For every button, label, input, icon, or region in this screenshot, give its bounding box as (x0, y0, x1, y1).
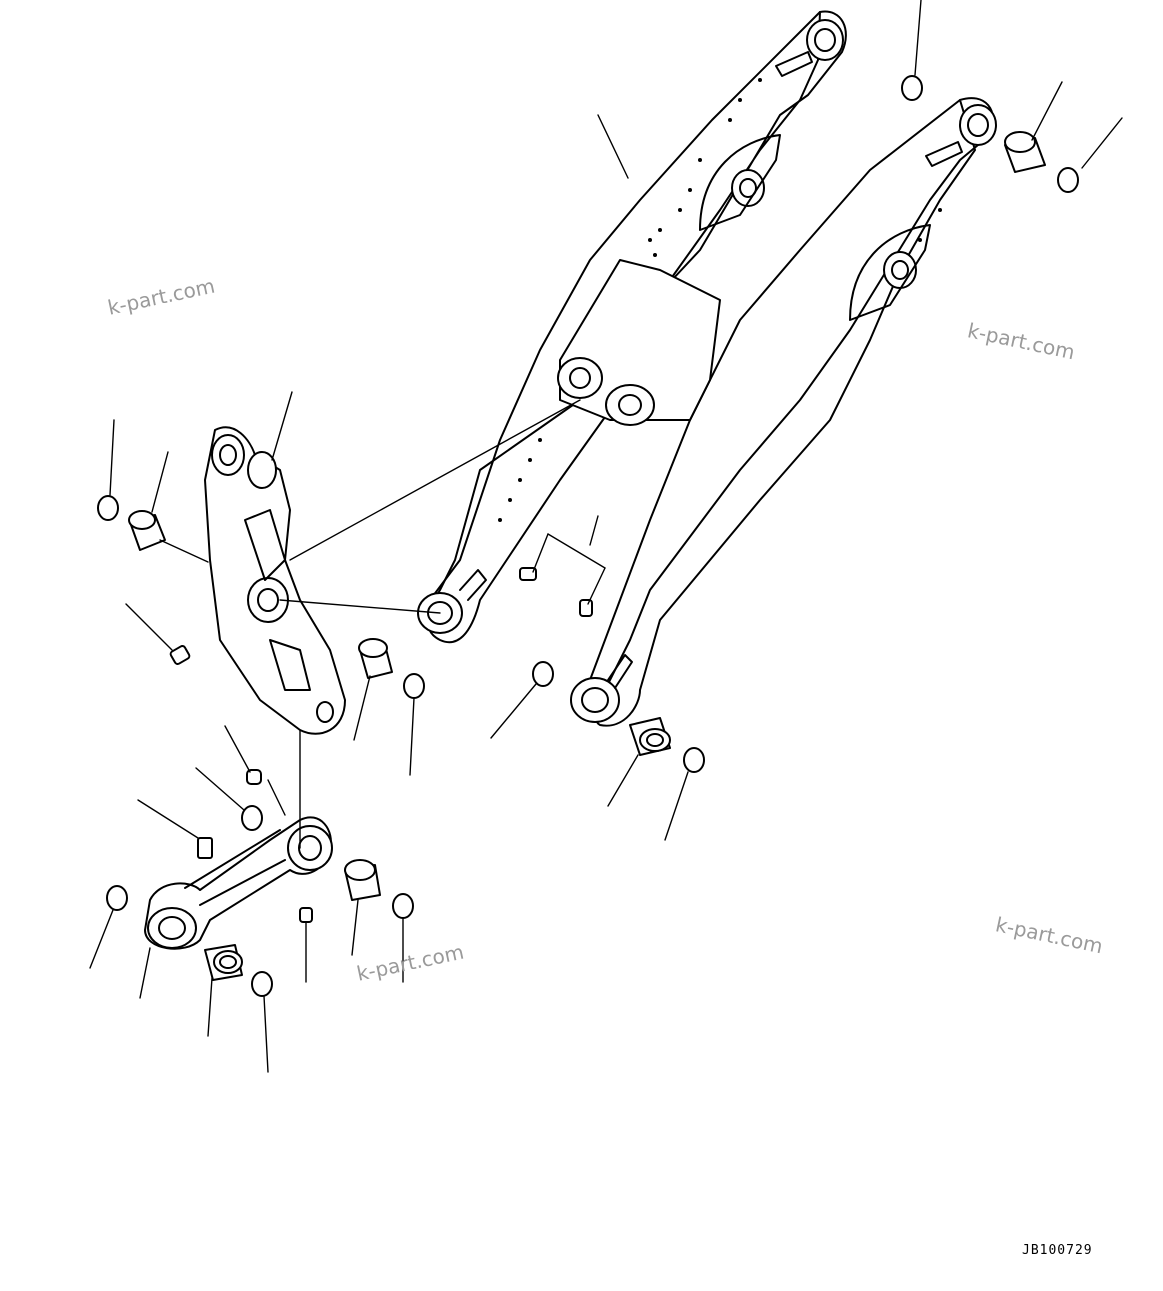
pin-boss (211, 434, 245, 476)
seal-ring (532, 661, 554, 687)
pin-boss (570, 677, 620, 723)
seal-ring (683, 747, 705, 773)
bushing (1004, 131, 1046, 173)
seal-ring (1057, 167, 1079, 193)
grease-fitting (519, 567, 537, 581)
bushing (128, 510, 166, 551)
seal-ring (403, 673, 425, 699)
seal-ring (97, 495, 119, 521)
grease-fitting (246, 769, 262, 785)
pin-boss (287, 825, 333, 871)
seal-ring (392, 893, 414, 919)
drawing-code: JB100729 (1022, 1243, 1093, 1258)
bell-crank (204, 426, 346, 735)
bushing (358, 638, 393, 679)
bushing (629, 717, 671, 756)
grease-fittings (169, 567, 593, 923)
bushing (344, 859, 381, 901)
seals (97, 75, 1079, 997)
bushing (204, 944, 243, 981)
bushings (128, 131, 1046, 981)
grease-fitting (299, 907, 313, 923)
pin-boss (147, 907, 197, 949)
pin-boss (247, 451, 277, 489)
seal-ring (106, 885, 128, 911)
pin-boss (731, 169, 765, 207)
bolt-holes (498, 78, 942, 522)
seal-ring (251, 971, 273, 997)
leader-lines (89, 0, 1123, 1073)
seal-ring (241, 805, 263, 831)
pin-boss (959, 104, 997, 146)
lift-arm-assembly (417, 10, 997, 727)
pin-boss (806, 19, 844, 61)
tilt-link (144, 816, 333, 950)
grease-fitting (197, 837, 213, 859)
seal-ring (901, 75, 923, 101)
grease-fitting (169, 645, 191, 665)
grease-fitting (579, 599, 593, 617)
